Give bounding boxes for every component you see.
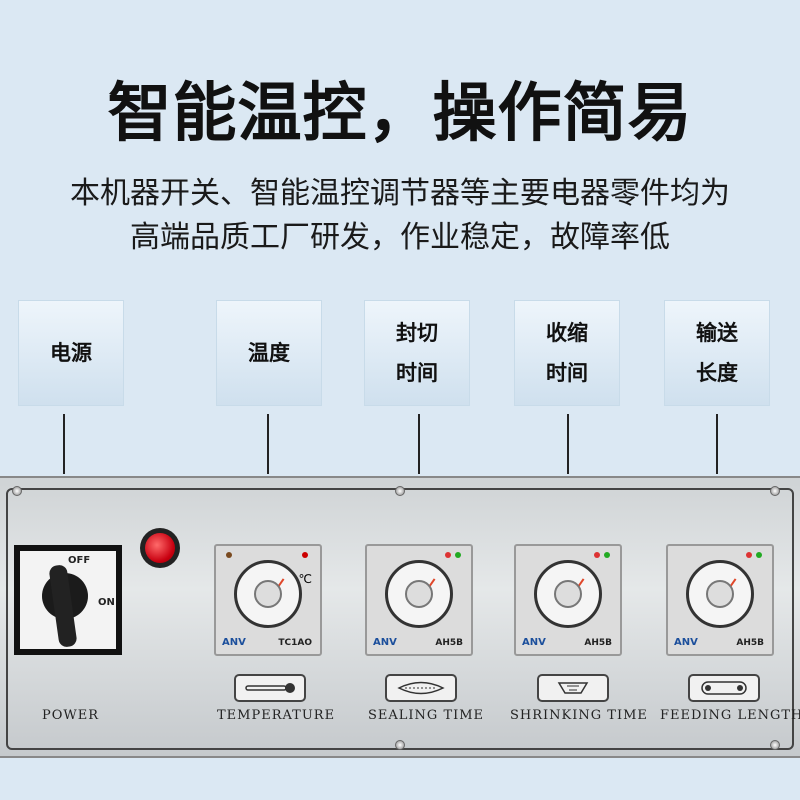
- sealing-timer[interactable]: ANV AH5B: [365, 544, 473, 656]
- sealing-dial[interactable]: [385, 560, 453, 628]
- brand-logo: ANV: [222, 637, 246, 648]
- power-switch-face: OFF ON: [20, 551, 116, 649]
- temperature-controller[interactable]: ℃ ANV TC1AO: [214, 544, 322, 656]
- indicator-light: [756, 552, 762, 558]
- dial-knob: [554, 580, 582, 608]
- feeding-timer[interactable]: ANV AH5B: [666, 544, 774, 656]
- label-shrinking-line1: 收缩: [546, 321, 588, 345]
- screw-icon: [395, 486, 405, 496]
- thermometer-icon: [234, 674, 306, 702]
- leader-line-sealing: [418, 414, 420, 474]
- label-feeding-length: 输送长度: [664, 300, 770, 406]
- screw-icon: [12, 486, 22, 496]
- brand-logo: ANV: [373, 637, 397, 648]
- indicator-light: [445, 552, 451, 558]
- description-line-2: 高端品质工厂研发，作业稳定，故障率低: [130, 220, 670, 255]
- screw-icon: [770, 486, 780, 496]
- caption-power: POWER: [42, 708, 100, 723]
- description-line-1: 本机器开关、智能温控调节器等主要电器零件均为: [70, 176, 730, 211]
- leader-line-shrinking: [567, 414, 569, 474]
- caption-feeding-length: FEEDING LENGTH: [660, 708, 800, 723]
- label-feeding-line1: 输送: [696, 321, 738, 345]
- label-sealing-time: 封切时间: [364, 300, 470, 406]
- timer-model: AH5B: [435, 638, 463, 648]
- power-switch[interactable]: OFF ON: [14, 545, 122, 655]
- indicator-light: [594, 552, 600, 558]
- dial-knob: [254, 580, 282, 608]
- shrink-heat-icon: [537, 674, 609, 702]
- sealing-bag-icon: [385, 674, 457, 702]
- label-sealing-line2: 时间: [396, 361, 438, 385]
- temp-unit: ℃: [298, 572, 312, 586]
- label-temperature-text: 温度: [248, 341, 290, 365]
- label-temperature: 温度: [216, 300, 322, 406]
- lamp-glass: [145, 533, 175, 563]
- leader-line-power: [63, 414, 65, 474]
- caption-temperature: TEMPERATURE: [217, 708, 336, 723]
- indicator-light: [746, 552, 752, 558]
- page-title: 智能温控，操作简易: [107, 77, 693, 151]
- timer-model: AH5B: [584, 638, 612, 648]
- label-sealing-line1: 封切: [396, 321, 438, 345]
- indicator-light: [226, 552, 232, 558]
- footer-band: [0, 758, 800, 800]
- indicator-light: [455, 552, 461, 558]
- brand-logo: ANV: [674, 637, 698, 648]
- brand-logo: ANV: [522, 637, 546, 648]
- screw-icon: [770, 740, 780, 750]
- label-power-text: 电源: [50, 341, 92, 365]
- caption-sealing-time: SEALING TIME: [368, 708, 485, 723]
- timer-model: AH5B: [736, 638, 764, 648]
- screw-icon: [395, 740, 405, 750]
- caption-shrinking-time: SHRINKING TIME: [510, 708, 648, 723]
- switch-off-label: OFF: [68, 555, 91, 566]
- power-indicator-lamp: [140, 528, 180, 568]
- description: 本机器开关、智能温控调节器等主要电器零件均为 高端品质工厂研发，作业稳定，故障率…: [0, 172, 800, 260]
- label-shrinking-time: 收缩时间: [514, 300, 620, 406]
- label-feeding-line2: 长度: [696, 361, 738, 385]
- label-power: 电源: [18, 300, 124, 406]
- leader-line-temperature: [267, 414, 269, 474]
- controller-model: TC1AO: [278, 638, 312, 648]
- shrinking-dial[interactable]: [534, 560, 602, 628]
- feeding-dial[interactable]: [686, 560, 754, 628]
- indicator-light: [302, 552, 308, 558]
- dial-knob: [405, 580, 433, 608]
- conveyor-belt-icon: [688, 674, 760, 702]
- dial-knob: [706, 580, 734, 608]
- control-panel: OFF ON ℃ ANV TC1AO ANV AH5B ANV AH5B AN: [0, 476, 800, 758]
- label-shrinking-line2: 时间: [546, 361, 588, 385]
- temperature-dial[interactable]: [234, 560, 302, 628]
- shrinking-timer[interactable]: ANV AH5B: [514, 544, 622, 656]
- indicator-light: [604, 552, 610, 558]
- switch-on-label: ON: [98, 597, 115, 608]
- leader-line-feeding: [716, 414, 718, 474]
